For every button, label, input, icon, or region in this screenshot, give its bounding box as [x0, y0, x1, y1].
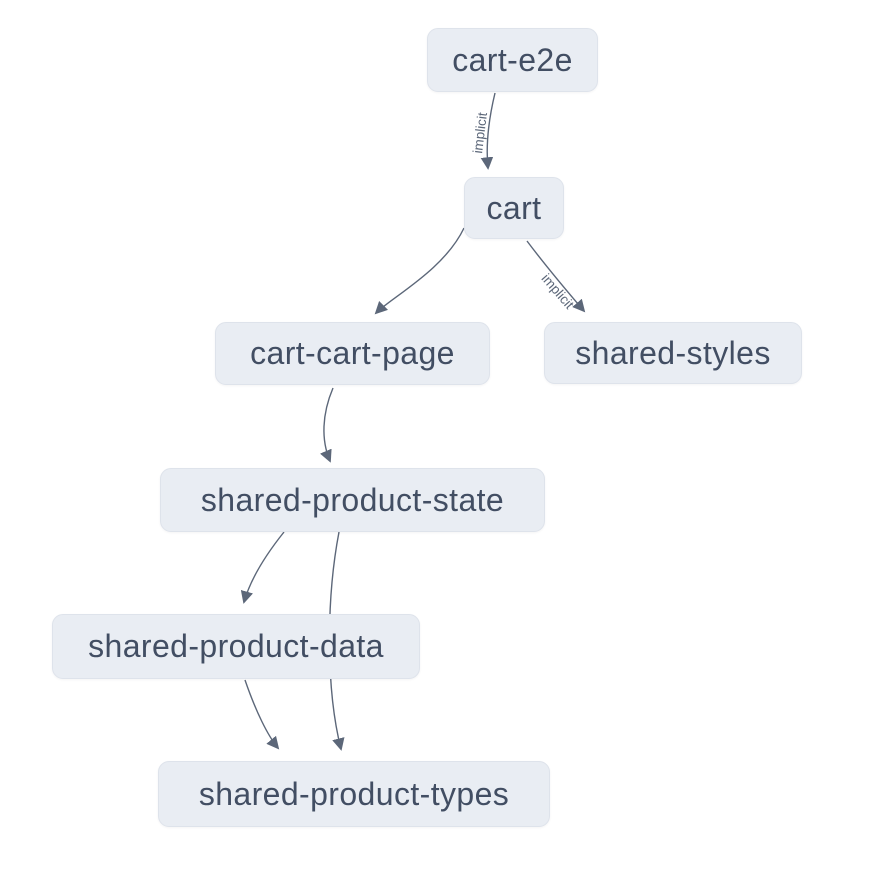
node-cart[interactable]: cart	[464, 177, 564, 239]
node-shared-product-state[interactable]: shared-product-state	[160, 468, 545, 532]
edge-cart-e2e-to-cart	[480, 92, 496, 170]
edge-label-implicit-cart-shared-styles: implicit	[539, 271, 578, 312]
edge-shared-product-data-to-shared-product-types	[244, 679, 280, 750]
node-shared-product-types[interactable]: shared-product-types	[158, 761, 550, 827]
edge-cart-to-shared-styles	[526, 240, 586, 313]
node-shared-styles[interactable]: shared-styles	[544, 322, 802, 384]
edge-cart-cart-page-to-shared-product-state	[319, 387, 334, 463]
node-shared-product-data[interactable]: shared-product-data	[52, 614, 420, 679]
edge-cart-to-cart-cart-page	[374, 227, 465, 315]
node-cart-e2e[interactable]: cart-e2e	[427, 28, 598, 92]
edge-shared-product-state-to-shared-product-data	[240, 531, 285, 604]
edge-label-implicit-cart-e2e-cart: implicit	[470, 111, 490, 154]
node-cart-cart-page[interactable]: cart-cart-page	[215, 322, 490, 385]
